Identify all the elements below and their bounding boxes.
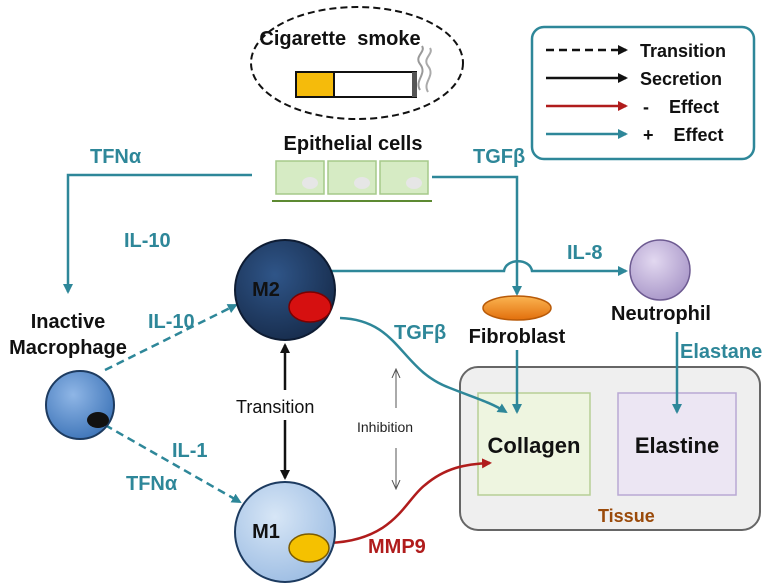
- epithelial-label: Epithelial cells: [284, 133, 423, 155]
- cigarette-icon: [295, 45, 432, 98]
- inactive-macrophage: [45, 370, 115, 440]
- fibroblast-label: Fibroblast: [469, 326, 566, 348]
- edge-il10-macrophage-m2: [104, 303, 238, 372]
- label-il10-mid: IL-10: [148, 311, 195, 333]
- collagen-label: Collagen: [488, 433, 581, 458]
- collagen-box: Collagen: [477, 392, 591, 496]
- edge-tfna-epithelial-macrophage: [63, 173, 252, 294]
- legend-secretion-label: Secretion: [640, 69, 722, 89]
- neutrophil-label: Neutrophil: [611, 303, 711, 325]
- cigarette-label: Cigarette smoke: [259, 28, 420, 50]
- legend: Transition Secretion - Effect + Effect: [530, 25, 756, 161]
- label-tgfb-top: TGFβ: [473, 146, 525, 168]
- edge-tgfb-m2-collagen: [339, 316, 508, 414]
- label-il1: IL-1: [172, 440, 208, 462]
- epithelial-cells: [272, 160, 432, 202]
- neutrophil: [629, 239, 691, 301]
- cigarette-smoke: Cigarette smoke: [250, 6, 464, 120]
- edge-tgfb-epithelial-fibroblast: [432, 175, 522, 296]
- label-il8: IL-8: [567, 242, 603, 264]
- elastine-label: Elastine: [635, 433, 719, 458]
- legend-transition-label: Transition: [640, 41, 726, 61]
- m1-label: M1: [252, 521, 280, 543]
- label-tfna-top: TFNα: [90, 146, 142, 168]
- tissue-label: Tissue: [598, 506, 655, 526]
- label-il10-left: IL-10: [124, 230, 171, 252]
- legend-negative-label: - Effect: [643, 97, 719, 117]
- label-inhibition: Inhibition: [357, 419, 413, 435]
- m1-cell: M1: [234, 481, 336, 583]
- label-transition: Transition: [236, 397, 314, 417]
- inactive-macrophage-label-1: Inactive: [31, 311, 105, 333]
- label-tfna-bottom: TFNα: [126, 473, 178, 495]
- inactive-macrophage-label-2: Macrophage: [9, 337, 127, 359]
- edge-il8-m2-neutrophil: [318, 260, 628, 276]
- label-mmp9: MMP9: [368, 536, 426, 558]
- legend-positive-label: + Effect: [643, 125, 724, 145]
- label-tgfb-m2: TGFβ: [394, 322, 446, 344]
- edge-mmp9-m1-collagen: [329, 458, 492, 545]
- label-elastane: Elastane: [680, 341, 762, 363]
- fibroblast: [482, 295, 552, 321]
- m2-label: M2: [252, 279, 280, 301]
- m2-cell: M2: [234, 239, 336, 341]
